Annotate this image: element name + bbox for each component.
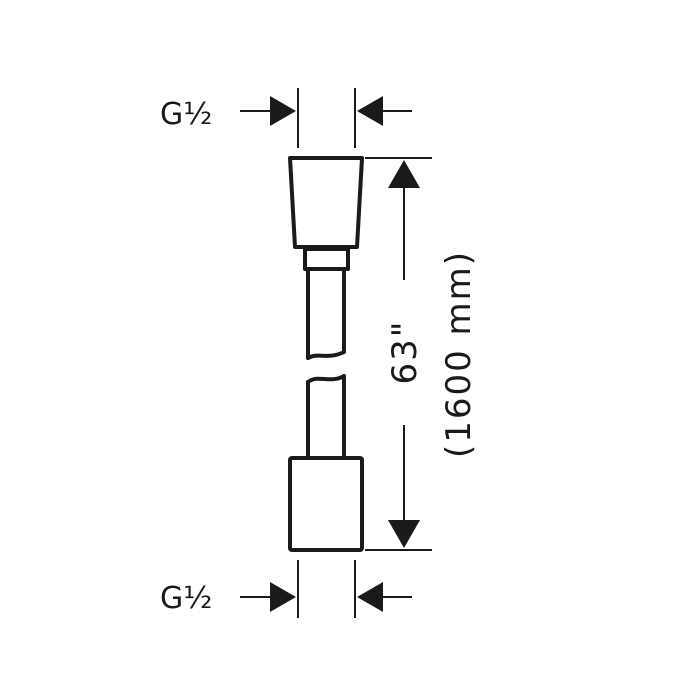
length-top-arrow-head — [388, 160, 420, 188]
top-nut — [288, 156, 364, 249]
top-right-arrow-head — [357, 96, 383, 126]
length-metric-label: (1600 mm) — [439, 250, 479, 458]
bottom-thread-dimension: G½ — [160, 560, 412, 618]
length-imperial-label: 63" — [385, 320, 425, 385]
hose-body — [288, 156, 364, 552]
upper-hose-break — [306, 350, 346, 360]
lower-hose-sides — [306, 374, 346, 460]
bottom-right-arrow-head — [357, 582, 383, 612]
top-thread-label: G½ — [160, 97, 212, 132]
length-dimension: 63" (1600 mm) — [365, 157, 479, 551]
bottom-thread-label: G½ — [160, 581, 212, 616]
upper-hose-sides — [306, 267, 346, 360]
lower-hose-break — [306, 374, 346, 384]
top-thread-dimension: G½ — [160, 88, 412, 148]
bottom-left-arrow-head — [270, 582, 296, 612]
top-left-arrow-head — [270, 96, 296, 126]
bottom-nut — [288, 456, 364, 552]
length-bottom-arrow-head — [388, 520, 420, 548]
top-ferrule — [303, 247, 350, 271]
